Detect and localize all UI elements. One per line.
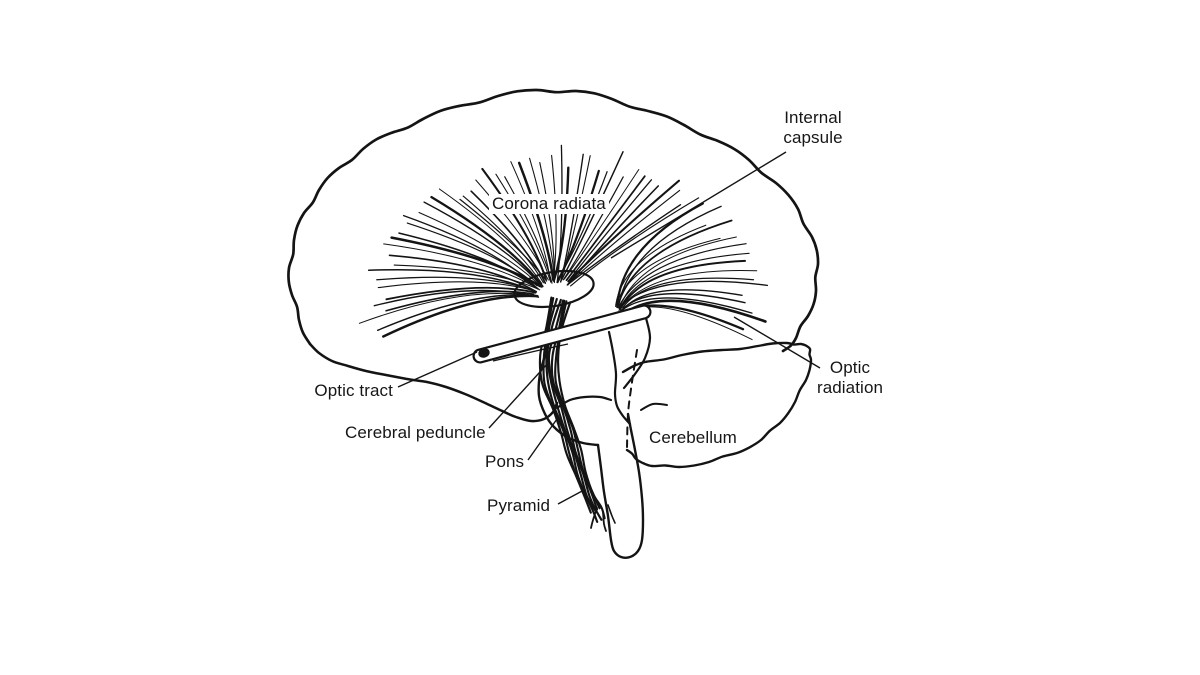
label-cerebellum: Cerebellum	[649, 428, 737, 447]
internal-capsule-ring	[513, 269, 595, 309]
leader-internal-capsule	[610, 151, 787, 259]
label-pons: Pons	[485, 452, 525, 471]
leader-optic-radiation	[733, 316, 821, 369]
temporal-lobe-outline	[308, 342, 613, 423]
label-optic-radiation: Optic radiation	[816, 358, 884, 397]
cerebrum-outline	[287, 88, 820, 353]
label-pyramid: Pyramid	[487, 496, 551, 515]
label-corona-radiata: Corona radiata	[489, 194, 609, 214]
label-leader-lines	[397, 151, 821, 505]
label-cerebral-peduncle: Cerebral peduncle	[345, 423, 486, 442]
label-optic-tract: Optic tract	[314, 381, 393, 400]
leader-pons	[527, 418, 558, 461]
leader-optic-tract	[397, 351, 478, 388]
label-internal-capsule: Internal capsule	[783, 108, 843, 147]
leader-pyramid	[557, 489, 585, 505]
corona-radiata-fibers	[358, 144, 769, 341]
leader-cerebral-peduncle	[488, 361, 550, 429]
cerebellum-outline	[621, 341, 813, 469]
optic-tract-shape	[472, 304, 652, 364]
brainstem-outline	[537, 316, 652, 559]
